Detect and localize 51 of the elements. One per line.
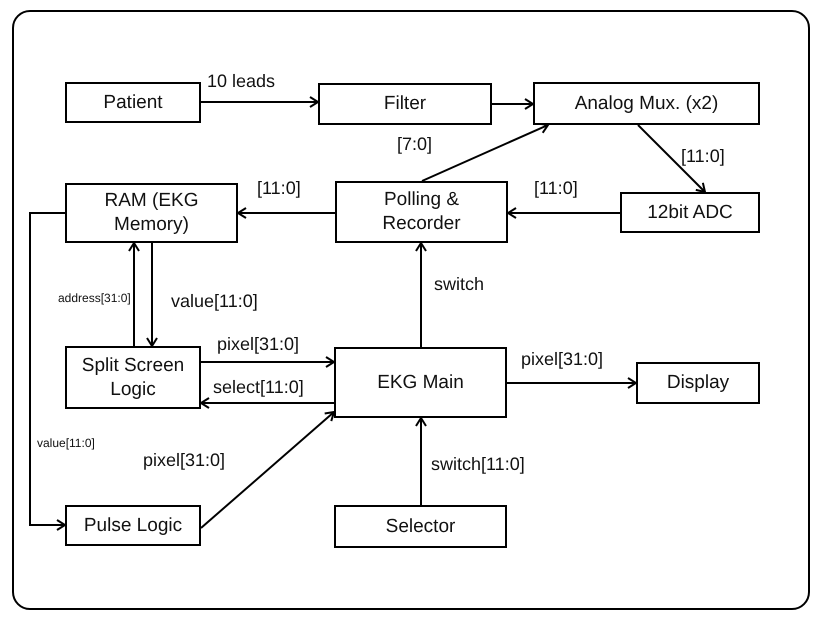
block-label: Analog Mux. (x2) (574, 92, 718, 116)
block-box (533, 82, 760, 125)
arrow (507, 207, 620, 219)
block-label: Filter (384, 92, 426, 116)
arrow (200, 397, 334, 409)
arrow (201, 356, 335, 368)
edge-label: address[31:0] (57, 292, 132, 304)
arrow (492, 98, 534, 110)
block-box (65, 183, 238, 243)
edge-label: switch[11:0] (430, 455, 526, 473)
block-label: Selector (386, 514, 456, 538)
arrow (201, 96, 319, 108)
block-label: Pulse Logic (84, 514, 182, 538)
arrow (507, 377, 637, 389)
arrow (422, 122, 549, 182)
block-label: EKG Main (377, 370, 464, 394)
block-box (334, 347, 507, 418)
block-label: Patient (103, 90, 163, 114)
block-label: Display (666, 371, 730, 395)
edge-label: [11:0] (533, 179, 579, 197)
arrow (146, 243, 158, 347)
arrow (415, 417, 427, 505)
block-box (620, 192, 760, 233)
block-label: 12bit ADC (647, 200, 733, 224)
block-box (65, 505, 201, 546)
edge-label: [7:0] (396, 135, 434, 153)
edge-label: value[11:0] (170, 292, 259, 310)
edge-label: pixel[31:0] (142, 451, 226, 469)
block-label: RAM (EKG Memory) (104, 189, 200, 237)
block-box (65, 346, 201, 409)
block-box (335, 181, 508, 243)
edge-label: 10 leads (206, 72, 276, 90)
edge-label: value[11:0] (36, 437, 96, 449)
block-label: Split Screen Logic (80, 354, 186, 402)
arrow (29, 212, 66, 531)
edge-label: select[11:0] (212, 378, 305, 396)
edge-label: pixel[31:0] (520, 350, 604, 368)
block-box (65, 82, 201, 123)
edge-label: switch (433, 275, 486, 293)
arrow (200, 411, 335, 529)
edge-label: pixel[31:0] (216, 335, 300, 353)
arrow (237, 207, 335, 219)
arrow (128, 242, 140, 346)
edge-label: [11:0] (256, 179, 302, 197)
block-box (334, 505, 507, 548)
block-label: Polling & Recorder (381, 188, 462, 236)
block-box (636, 362, 760, 404)
block-box (318, 83, 492, 125)
arrow (415, 242, 427, 347)
edge-label: [11:0] (680, 147, 726, 165)
arrow (637, 124, 706, 193)
